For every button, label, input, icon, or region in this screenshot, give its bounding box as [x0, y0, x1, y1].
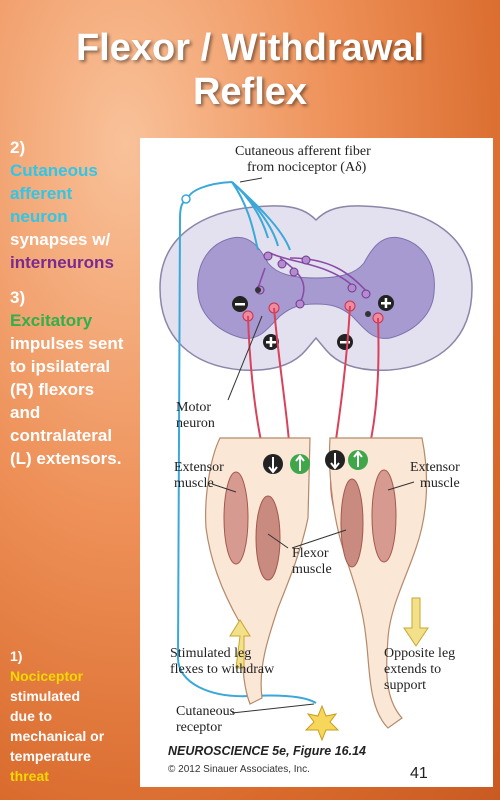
- step-3-note: 3) Excitatory impulses sent to ipsilater…: [10, 286, 140, 470]
- flex-up-arrow: [229, 619, 251, 669]
- reflex-diagram: [159, 177, 473, 742]
- step-3-line-7: (L) extensors.: [10, 449, 122, 468]
- step-3-line-2: impulses sent: [10, 334, 124, 353]
- cutaneous-receptor-label-line-1: Cutaneous: [176, 704, 236, 719]
- inhibitory-interneuron-right: [365, 311, 371, 317]
- inhibit-indicator-left: [263, 454, 283, 474]
- step-2-note: 2) Cutaneous afferent neuron synapses w/…: [10, 136, 140, 274]
- slide-number: 41: [410, 765, 428, 782]
- step-2-synapses: synapses w/: [10, 230, 111, 249]
- plus-symbol-left: [263, 334, 279, 350]
- extensor-label-left-line-1: Extensor: [174, 460, 224, 475]
- step-1-note: 1) Nociceptor stimulated due to mechanic…: [10, 646, 140, 786]
- interneuron-somas: [255, 251, 371, 309]
- afferent-label: Cutaneous afferent fiber from nociceptor…: [235, 144, 371, 176]
- step-3-line-4: (R) flexors: [10, 380, 95, 399]
- figure-panel: Cutaneous afferent fiber from nociceptor…: [140, 138, 493, 787]
- leader-lines: [211, 177, 415, 714]
- opposite-leg-label-line-3: support: [384, 678, 426, 693]
- step-1-nociceptor: Nociceptor: [10, 668, 84, 684]
- extensor-label-right: Extensor muscle: [410, 460, 460, 492]
- step-1-line-5: temperature: [10, 748, 91, 764]
- opposite-leg-label-line-2: extends to: [384, 662, 442, 677]
- step-1-line-3: due to: [10, 708, 52, 724]
- opposite-leg-label-line-1: Opposite leg: [384, 646, 456, 661]
- slide-title-line-2: Reflex: [192, 71, 308, 113]
- motor-neuron-label-line-2: neuron: [176, 416, 215, 431]
- extensor-label-left-line-2: muscle: [174, 476, 214, 491]
- afferent-label-line-1: Cutaneous afferent fiber: [235, 144, 371, 159]
- step-1-number: 1): [10, 648, 23, 664]
- grey-matter: [197, 236, 435, 339]
- nociceptor-stimulus-icon: [304, 704, 340, 742]
- step-2-interneurons: interneurons: [10, 253, 114, 272]
- figure-caption: NEUROSCIENCE 5e, Figure 16.14: [168, 744, 366, 758]
- inhibitory-interneuron-left: [255, 287, 261, 293]
- step-2-number: 2): [10, 138, 26, 157]
- step-1-line-2: stimulated: [10, 688, 81, 704]
- flexor-muscle-right: [340, 478, 364, 568]
- extensor-label-right-line-2: muscle: [420, 476, 460, 491]
- stimulated-leg-label-line-2: flexes to withdraw: [170, 662, 275, 677]
- flexor-muscle-left: [255, 495, 281, 581]
- plus-symbol-right: [378, 295, 394, 311]
- figure-copyright: © 2012 Sinauer Associates, Inc.: [168, 764, 310, 775]
- extend-down-arrow: [403, 597, 429, 647]
- minus-symbol-right: [337, 334, 353, 350]
- afferent-label-line-2: from nociceptor (Aδ): [247, 160, 367, 175]
- afferent-terminals: [231, 181, 291, 251]
- slide-title-line-1: Flexor / Withdrawal: [75, 27, 425, 69]
- step-2-cutaneous: Cutaneous: [10, 161, 98, 180]
- extensor-muscle-left: [223, 471, 249, 565]
- excite-indicator-right: [348, 450, 368, 470]
- flexor-label: Flexor muscle: [292, 546, 332, 578]
- slide-title: Flexor / Withdrawal Reflex: [0, 26, 500, 114]
- afferent-fiber: [176, 181, 317, 704]
- stimulated-leg-label: Stimulated leg flexes to withdraw: [170, 646, 274, 678]
- extensor-muscle-right: [371, 469, 397, 563]
- stimulated-leg-label-line-1: Stimulated leg: [170, 646, 252, 661]
- step-1-threat: threat: [10, 768, 49, 784]
- cutaneous-receptor-label: Cutaneous receptor: [176, 704, 235, 736]
- cutaneous-receptor-label-line-2: receptor: [176, 720, 222, 735]
- step-3-excitatory: Excitatory: [10, 311, 93, 330]
- step-2-neuron: neuron: [10, 207, 68, 226]
- extensor-label-right-line-1: Extensor: [410, 460, 460, 475]
- step-1-line-4: mechanical or: [10, 728, 105, 744]
- motor-neuron-label-line-1: Motor: [176, 400, 211, 415]
- flexor-label-line-2: muscle: [292, 562, 332, 577]
- excite-indicator-left: [290, 454, 310, 474]
- step-3-line-5: and: [10, 403, 41, 422]
- opposite-leg-label: Opposite leg extends to support: [384, 646, 455, 694]
- minus-symbol-left: [232, 296, 248, 312]
- motor-neuron-label: Motor neuron: [176, 400, 215, 432]
- afferent-soma: [181, 194, 191, 204]
- flexor-label-line-1: Flexor: [292, 546, 329, 561]
- extensor-label-left: Extensor muscle: [174, 460, 224, 492]
- inhibit-indicator-right: [325, 450, 345, 470]
- step-3-number: 3): [10, 288, 26, 307]
- step-3-line-6: contralateral: [10, 426, 113, 445]
- step-3-line-3: to ipsilateral: [10, 357, 111, 376]
- step-2-afferent: afferent: [10, 184, 73, 203]
